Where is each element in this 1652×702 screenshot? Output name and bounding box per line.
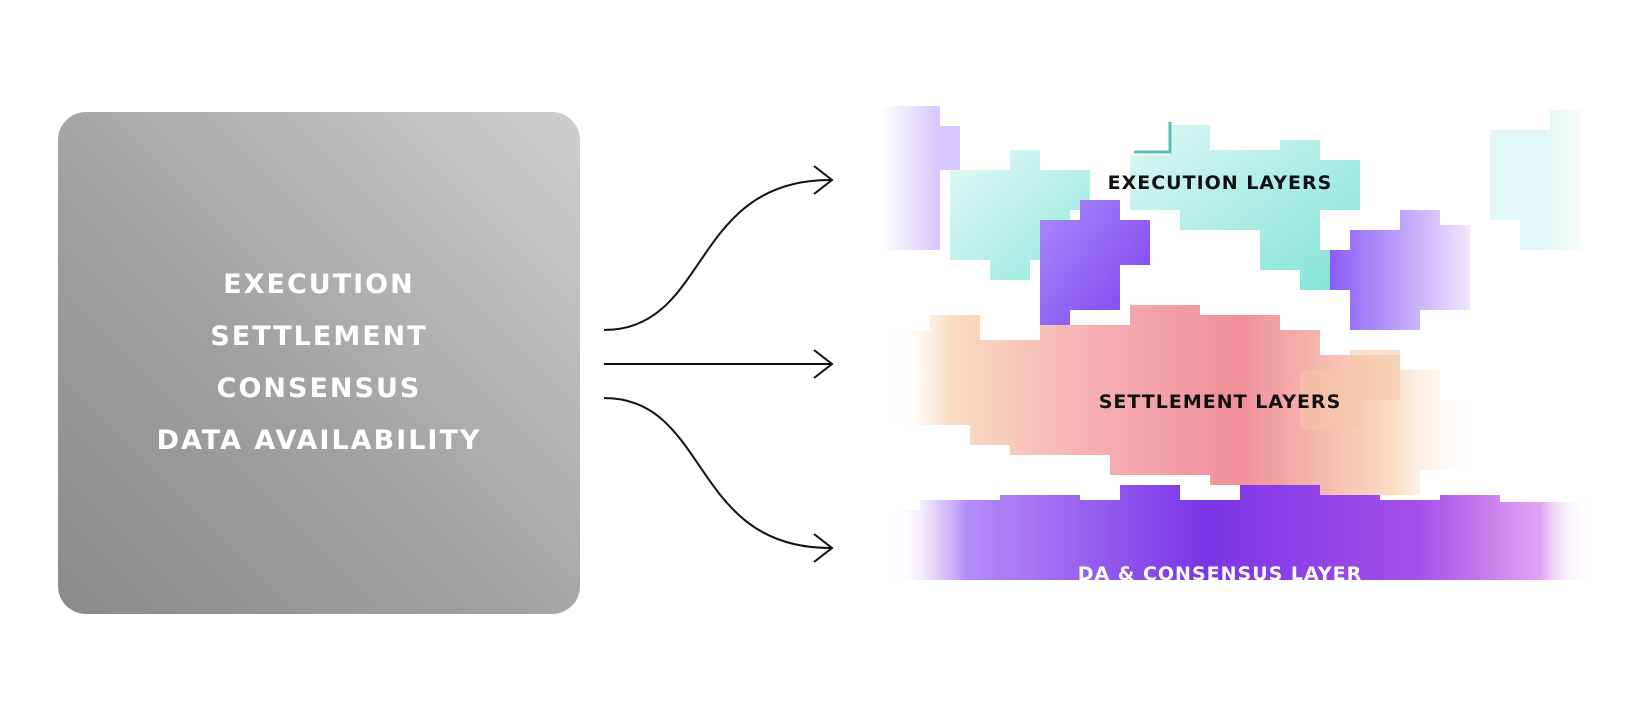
monolithic-blockchain-box: EXECUTION SETTLEMENT CONSENSUS DATA AVAI… <box>58 112 580 614</box>
arrow-head-da <box>813 533 834 563</box>
arrow-head-settlement <box>813 349 834 379</box>
arrow-to-da <box>603 397 831 549</box>
function-settlement: SETTLEMENT <box>210 321 428 352</box>
function-data-availability: DATA AVAILABILITY <box>156 425 482 456</box>
arrows <box>603 165 834 563</box>
settlement-blocks <box>880 305 1480 495</box>
fade-left <box>880 100 940 620</box>
arrow-head-execution <box>813 165 834 195</box>
execution-blocks <box>950 122 1360 290</box>
purple-blocks <box>1040 200 1470 345</box>
function-consensus: CONSENSUS <box>216 373 422 404</box>
da-consensus-layer-label: DA & CONSENSUS LAYER <box>1078 563 1363 585</box>
da-band <box>880 485 1600 580</box>
arrow-to-execution <box>603 179 831 331</box>
modular-layer-stack: EXECUTION LAYERS SETTLEMENT LAYERS DA & … <box>880 100 1600 620</box>
function-execution: EXECUTION <box>223 269 415 300</box>
settlement-layers-label: SETTLEMENT LAYERS <box>1099 391 1342 413</box>
fade-right <box>1540 100 1600 620</box>
execution-layers-label: EXECUTION LAYERS <box>1108 172 1333 194</box>
